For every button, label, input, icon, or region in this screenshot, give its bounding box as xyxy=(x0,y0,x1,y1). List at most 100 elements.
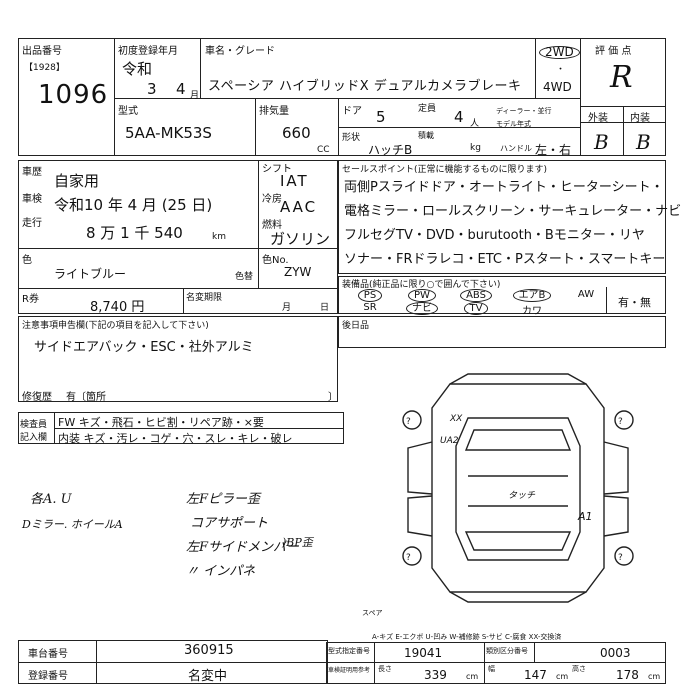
aircon-value: AAC xyxy=(280,198,318,216)
use-label: 車歴 xyxy=(22,167,42,178)
car-name: スペーシア ハイブリッドX デュアルカメラブレーキ xyxy=(208,79,522,94)
load-label: 積載 xyxy=(418,131,434,140)
mileage-value: 8 万 1 千 540 xyxy=(86,224,183,242)
sales-point-line: 電格ミラー・ロールスクリーン・サーキュレーター・ナビ xyxy=(344,204,682,219)
repair-close: 〕 xyxy=(328,392,338,403)
recycle-value: 8,740 円 xyxy=(90,300,145,315)
model-label: 型式 xyxy=(118,106,138,117)
equip-navi: ナビ xyxy=(396,302,448,315)
shift-label: シフト xyxy=(262,164,292,175)
lot-sub: 【1928】 xyxy=(24,63,65,73)
mileage-unit: km xyxy=(212,232,226,242)
repair-label: 修復歴 xyxy=(22,392,52,403)
svg-text:?: ? xyxy=(406,417,411,427)
sales-points-list: 両側Pスライドドア・オートライト・ヒーターシート・ 電格ミラー・ロールスクリーン… xyxy=(344,176,682,272)
sales-points-label: セールスポイント(正常に機能するものに限ります) xyxy=(342,165,548,175)
notes-text: サイドエアバック・ESC・社外アルミ xyxy=(34,340,254,355)
later-items-label: 後日品 xyxy=(342,321,370,331)
name-change-label: 名変期限 xyxy=(186,293,223,303)
lot-no-label: 出品番号 xyxy=(22,46,62,57)
interior-label: 内装 xyxy=(630,113,650,124)
equip-airbag: エアB xyxy=(506,289,558,302)
shape-label: 形状 xyxy=(342,133,361,143)
equip-abs: ABS xyxy=(450,289,502,302)
width-value: 147 xyxy=(524,668,547,682)
first-reg-label: 初度登録年月 xyxy=(118,46,178,57)
header-frame xyxy=(18,38,666,156)
repair-value: 有〔箇所 xyxy=(66,392,106,403)
drive-4wd: 4WD xyxy=(543,80,572,94)
color-swap-label: 色替 xyxy=(235,272,254,282)
inspection-value: 令和10 年 4 月 (25 日) xyxy=(54,196,213,214)
aircon-label: 冷房 xyxy=(262,194,282,205)
diagram-mark-touch: タッチ xyxy=(508,491,536,501)
handwritten-note: 〃 インパネ xyxy=(186,564,256,579)
color-label: 色 xyxy=(22,255,32,266)
fuel-label: 燃料 xyxy=(262,220,282,231)
inspector-fw-row: FW キズ・飛石・ヒビ割・リペア跡・×要 xyxy=(58,416,264,429)
handwritten-note: )BP歪 xyxy=(282,536,313,549)
height-value: 178 xyxy=(616,668,639,682)
length-unit: cm xyxy=(466,672,479,681)
exterior-label: 外装 xyxy=(588,113,608,124)
name-change-month: 月 xyxy=(282,303,292,313)
handwritten-note: 左Fサイドメンバー xyxy=(186,540,300,555)
name-change-day: 日 xyxy=(320,303,330,313)
shape-value: ハッチB xyxy=(368,143,413,157)
handwritten-note: 各A. U xyxy=(30,492,72,507)
diagram-mark-xx: XX xyxy=(450,414,463,424)
color-code: ZYW xyxy=(284,265,312,279)
drive-2wd: 2WD xyxy=(539,45,580,59)
svg-text:?: ? xyxy=(618,417,623,427)
eval-label: 評 価 点 xyxy=(595,46,632,57)
first-reg-era: 令和 xyxy=(122,60,153,78)
fuel-value: ガソリン xyxy=(270,230,331,248)
model-no-value: 19041 xyxy=(404,646,443,660)
displacement-value: 660 xyxy=(282,124,311,142)
diagram-mark-ua2: UA2 xyxy=(440,436,459,446)
notes-label: 注意事項申告欄(下記の項目を記入して下さい) xyxy=(22,321,209,331)
diagram-mark-spare: スペア xyxy=(362,609,383,617)
footer-right-frame xyxy=(326,642,666,684)
inspector-label-2: 記入欄 xyxy=(20,433,48,443)
length-label: 長さ xyxy=(378,665,392,673)
car-name-label: 車名・グレード xyxy=(205,46,275,57)
dealer-label: ディーラー・並行 xyxy=(496,107,552,115)
capacity-label: 定員 xyxy=(418,104,437,114)
displacement-label: 排気量 xyxy=(259,106,289,117)
load-unit: kg xyxy=(470,143,481,153)
svg-text:?: ? xyxy=(406,553,411,563)
model-year-label: モデル年式 xyxy=(496,120,531,128)
notes-frame xyxy=(18,316,338,402)
equipment-frame xyxy=(338,276,666,314)
svg-text:?: ? xyxy=(618,553,623,563)
height-unit: cm xyxy=(648,672,661,681)
inspector-label-1: 検査員 xyxy=(20,420,48,430)
first-reg-year: 3 xyxy=(147,80,157,98)
capacity-value: 4 xyxy=(454,108,464,126)
doors-label: ドア xyxy=(342,106,362,117)
later-items-frame xyxy=(338,316,666,348)
diagram-mark-a1: A1 xyxy=(578,510,593,523)
color-value: ライトブルー xyxy=(54,267,127,281)
equip-aw: AW xyxy=(577,289,595,300)
car-no-label: 車台番号 xyxy=(28,649,68,660)
lot-number: 1096 xyxy=(38,80,109,110)
length-value: 339 xyxy=(424,668,447,682)
equip-ps: PS xyxy=(344,289,396,302)
handwritten-note: コアサポート xyxy=(190,516,269,531)
exterior-score: B xyxy=(594,130,609,154)
recycle-label: R券 xyxy=(22,294,39,305)
model-value: 5AA-MK53S xyxy=(125,124,212,142)
inspector-interior-row: 内装 キズ・汚レ・コゲ・穴・スレ・キレ・破レ xyxy=(58,432,293,445)
equip-leather: カワ xyxy=(522,306,542,317)
shift-value: IAT xyxy=(280,172,309,190)
class-no-value: 0003 xyxy=(600,646,631,660)
sales-point-line: 両側Pスライドドア・オートライト・ヒーターシート・ xyxy=(344,180,664,195)
handle-label: ハンドル xyxy=(500,144,532,153)
equip-sr: SR xyxy=(363,302,377,313)
cert-label: 車検証明用参考 xyxy=(328,667,371,674)
reg-no-value: 名変中 xyxy=(188,669,228,684)
equip-pw: PW xyxy=(396,289,448,302)
vehicle-frame xyxy=(18,160,338,314)
